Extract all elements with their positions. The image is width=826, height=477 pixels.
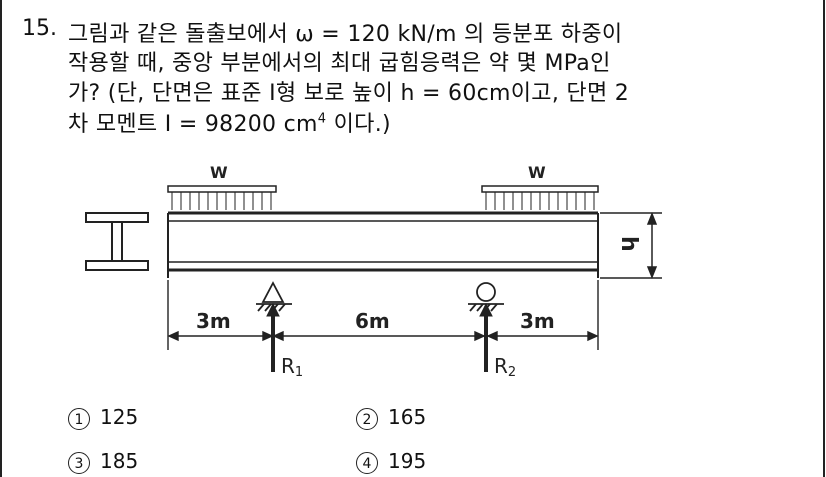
- reaction-left-subscript: 1: [295, 365, 303, 380]
- i-beam-section-icon: [85, 212, 149, 271]
- height-dimension: [600, 211, 662, 280]
- distributed-load-right: [481, 185, 599, 210]
- choice-1-value: 125: [100, 405, 139, 429]
- span-label-middle: 6m: [355, 309, 390, 333]
- roller-support-right: [468, 282, 504, 312]
- reaction-right-subscript: 2: [508, 365, 516, 380]
- choice-2-value: 165: [388, 405, 427, 429]
- reaction-label-left: R1: [281, 354, 303, 380]
- question-text-line-4-main: 차 모멘트 I = 98200 cm: [68, 112, 318, 137]
- choice-1[interactable]: 1 125: [68, 405, 138, 430]
- choice-4-value: 195: [388, 449, 427, 473]
- height-label: h: [616, 236, 641, 252]
- beam: [167, 211, 599, 278]
- choice-1-mark: 1: [68, 407, 90, 430]
- choice-2-mark: 2: [356, 407, 378, 430]
- reaction-left-letter: R: [281, 354, 295, 378]
- choice-3[interactable]: 3 185: [68, 449, 138, 474]
- choice-4[interactable]: 4 195: [356, 449, 426, 474]
- question-text-line-2: 작용할 때, 중앙 부분에서의 최대 굽힘응력은 약 몇 MPa인: [68, 51, 611, 76]
- load-label-right: W: [528, 163, 546, 182]
- reaction-right-letter: R: [494, 354, 508, 378]
- span-label-right: 3m: [520, 309, 555, 333]
- load-label-left: W: [210, 163, 228, 182]
- choice-3-value: 185: [100, 449, 139, 473]
- exponent: 4: [317, 111, 327, 127]
- question-text-line-4: 차 모멘트 I = 98200 cm4 이다.): [68, 106, 391, 138]
- choice-2[interactable]: 2 165: [356, 405, 426, 430]
- span-label-left: 3m: [196, 309, 231, 333]
- reaction-arrow-right: [479, 302, 493, 372]
- choice-3-mark: 3: [68, 451, 90, 474]
- question-text-line-4-end: 이다.): [326, 112, 391, 137]
- span-dimension: [167, 280, 599, 350]
- question-text-line-1: 그림과 같은 돌출보에서 ω = 120 kN/m 의 등분포 하중이: [68, 22, 623, 47]
- distributed-load-left: [167, 185, 277, 210]
- question-text-line-3: 가? (단, 단면은 표준 I형 보로 높이 h = 60cm이고, 단면 2: [68, 81, 630, 106]
- question-number: 15.: [22, 16, 57, 41]
- choice-4-mark: 4: [356, 451, 378, 474]
- reaction-arrow-left: [266, 302, 280, 372]
- reaction-label-right: R2: [494, 354, 516, 380]
